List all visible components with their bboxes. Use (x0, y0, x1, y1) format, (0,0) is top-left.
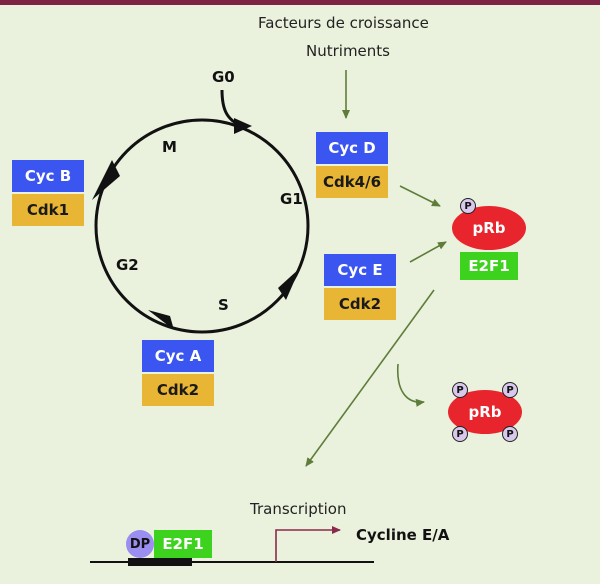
phosphate-single: P (460, 198, 476, 214)
cycle-arrowhead-g1 (278, 268, 300, 300)
e2f1-promoter-box: E2F1 (154, 530, 212, 558)
nutrients-label: Nutriments (306, 42, 390, 60)
dp-protein: DP (126, 530, 154, 558)
phosphate-top-left: P (452, 382, 468, 398)
phase-m: M (162, 138, 177, 156)
phase-g1: G1 (280, 190, 303, 208)
cyc-e-box: Cyc E (324, 254, 396, 286)
e2f1-release-arrow (305, 289, 435, 467)
cyc-b-box: Cyc B (12, 160, 84, 192)
transcription-start-arrow (275, 526, 341, 562)
cyc-a-box: Cyc A (142, 340, 214, 372)
prb-hyperphosphorylation-arrow (397, 363, 425, 407)
cycle-arrowhead-g2 (92, 160, 120, 200)
cdk1-box: Cdk1 (12, 194, 84, 226)
cdk2-e-box: Cdk2 (324, 288, 396, 320)
e2f1-bound-box: E2F1 (460, 252, 518, 280)
cdk46-box: Cdk4/6 (316, 166, 388, 198)
cycd-to-prb-arrow (399, 185, 441, 207)
top-accent-bar (0, 0, 600, 5)
cycle-arrowhead-s (148, 310, 174, 330)
promoter-region (128, 558, 192, 566)
cyce-to-prb-arrow (409, 241, 447, 263)
phosphate-bottom-right: P (502, 426, 518, 442)
phase-g2: G2 (116, 256, 139, 274)
transcription-label: Transcription (250, 500, 347, 518)
cdk2-a-box: Cdk2 (142, 374, 214, 406)
phase-s: S (218, 296, 229, 314)
g0-entry-arrow (220, 89, 243, 128)
phosphate-bottom-left: P (452, 426, 468, 442)
cycline-ea-label: Cycline E/A (356, 526, 450, 544)
growth-factors-label: Facteurs de croissance (258, 14, 429, 32)
cyc-d-box: Cyc D (316, 132, 388, 164)
phase-g0: G0 (212, 68, 235, 86)
phosphate-top-right: P (502, 382, 518, 398)
cycle-arrowhead-top (234, 118, 252, 134)
cell-cycle-circle (94, 118, 310, 334)
